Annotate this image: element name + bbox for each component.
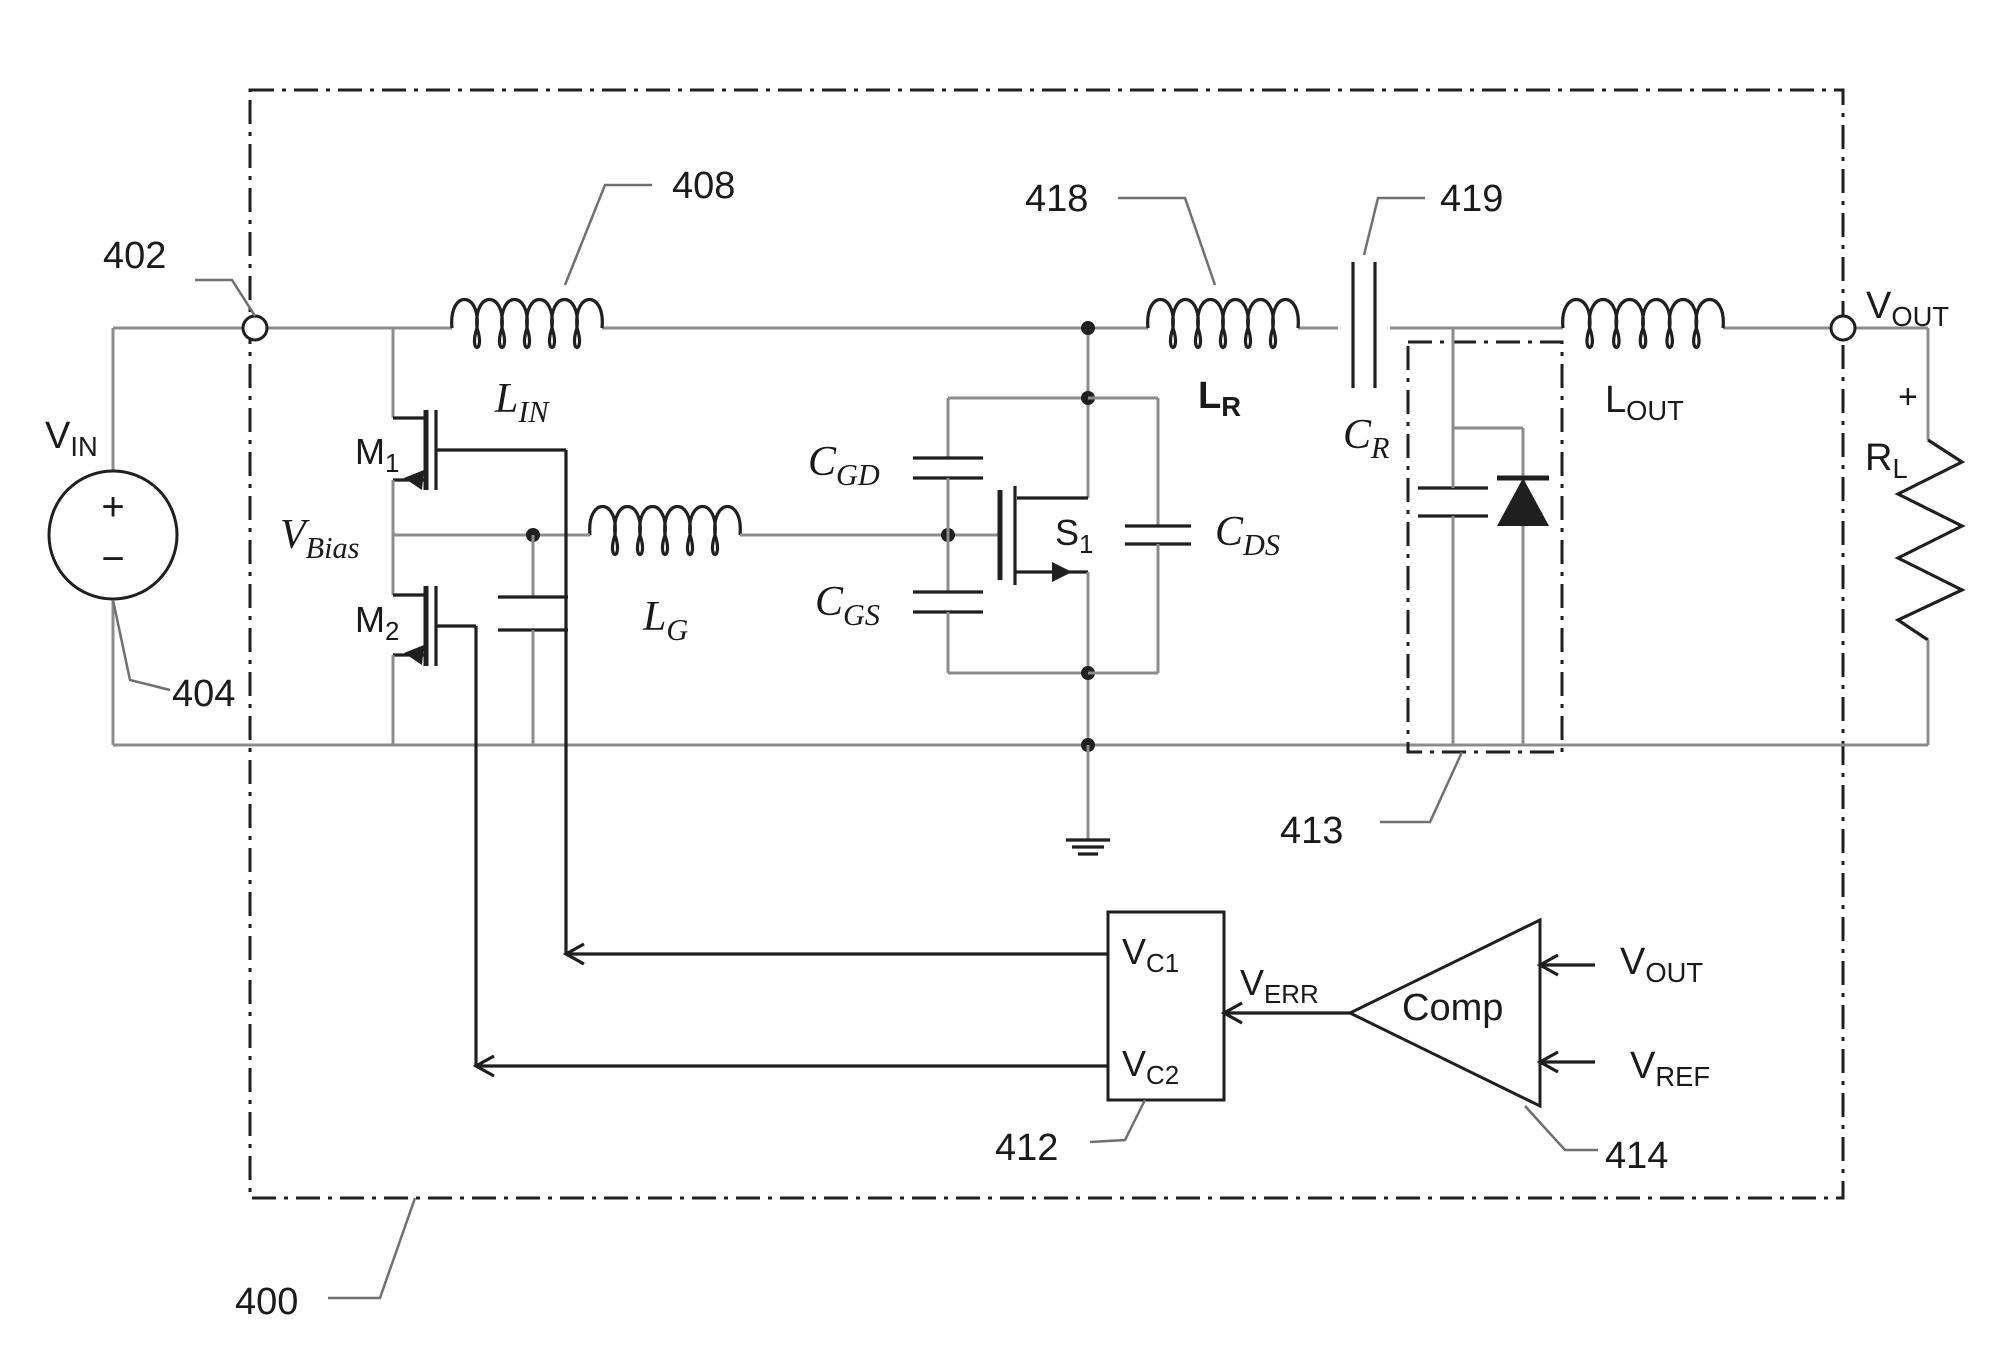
ref-419: 419 — [1440, 178, 1503, 220]
label-vout: VOUT — [1866, 285, 1949, 332]
label-lg: LG — [642, 594, 688, 647]
label-s1: S1 — [1055, 512, 1093, 559]
input-terminal-402 — [243, 316, 267, 340]
circuit-boundary-400 — [250, 90, 1843, 1198]
output-terminal — [1831, 316, 1855, 340]
control-lines — [476, 450, 1108, 1076]
label-m1: M1 — [355, 431, 399, 478]
label-vbias: VBias — [280, 512, 359, 565]
label-cgs: CGS — [815, 579, 880, 632]
drain-source-capacitor — [1088, 398, 1191, 673]
resonant-capacitor-cr — [1353, 262, 1375, 388]
label-lout: LOUT — [1605, 379, 1684, 426]
bias-transistor-m1 — [393, 328, 566, 535]
ref-400: 400 — [235, 1281, 298, 1323]
label-cds: CDS — [1215, 509, 1280, 562]
inductor-lr — [1148, 300, 1299, 348]
ref-404: 404 — [172, 673, 235, 715]
label-lin: LIN — [494, 376, 550, 429]
label-verr: VERR — [1240, 962, 1319, 1009]
input-voltage-source: + − — [49, 328, 177, 745]
rectifier-network — [1408, 328, 1562, 752]
ref-418: 418 — [1025, 178, 1088, 220]
component-labels: VIN VOUT LIN LR CR LOUT + RL M1 M2 VBias… — [45, 285, 1949, 1092]
inductor-lg — [590, 507, 741, 555]
label-rl: RL — [1865, 437, 1908, 484]
label-vin: VIN — [45, 415, 98, 462]
label-comp-vout: VOUT — [1620, 941, 1703, 988]
source-minus-label: − — [101, 537, 124, 581]
label-lr: LR — [1198, 375, 1241, 422]
bias-node — [393, 528, 590, 745]
label-vref: VREF — [1630, 1045, 1710, 1092]
label-comp: Comp — [1402, 987, 1503, 1029]
inductor-lin — [452, 300, 603, 348]
bias-transistor-m2 — [393, 535, 476, 745]
label-cr: CR — [1343, 412, 1389, 465]
inductor-lout — [1563, 300, 1724, 348]
ref-412: 412 — [995, 1127, 1058, 1169]
label-cgd: CGD — [808, 439, 880, 492]
ref-414: 414 — [1605, 1135, 1668, 1177]
label-m2: M2 — [355, 599, 399, 646]
source-plus-label: + — [101, 485, 124, 529]
label-rl-plus: + — [1898, 378, 1918, 416]
ground-icon — [1066, 745, 1110, 854]
ref-408: 408 — [672, 165, 735, 207]
ref-413: 413 — [1280, 810, 1343, 852]
ref-402: 402 — [103, 235, 166, 277]
